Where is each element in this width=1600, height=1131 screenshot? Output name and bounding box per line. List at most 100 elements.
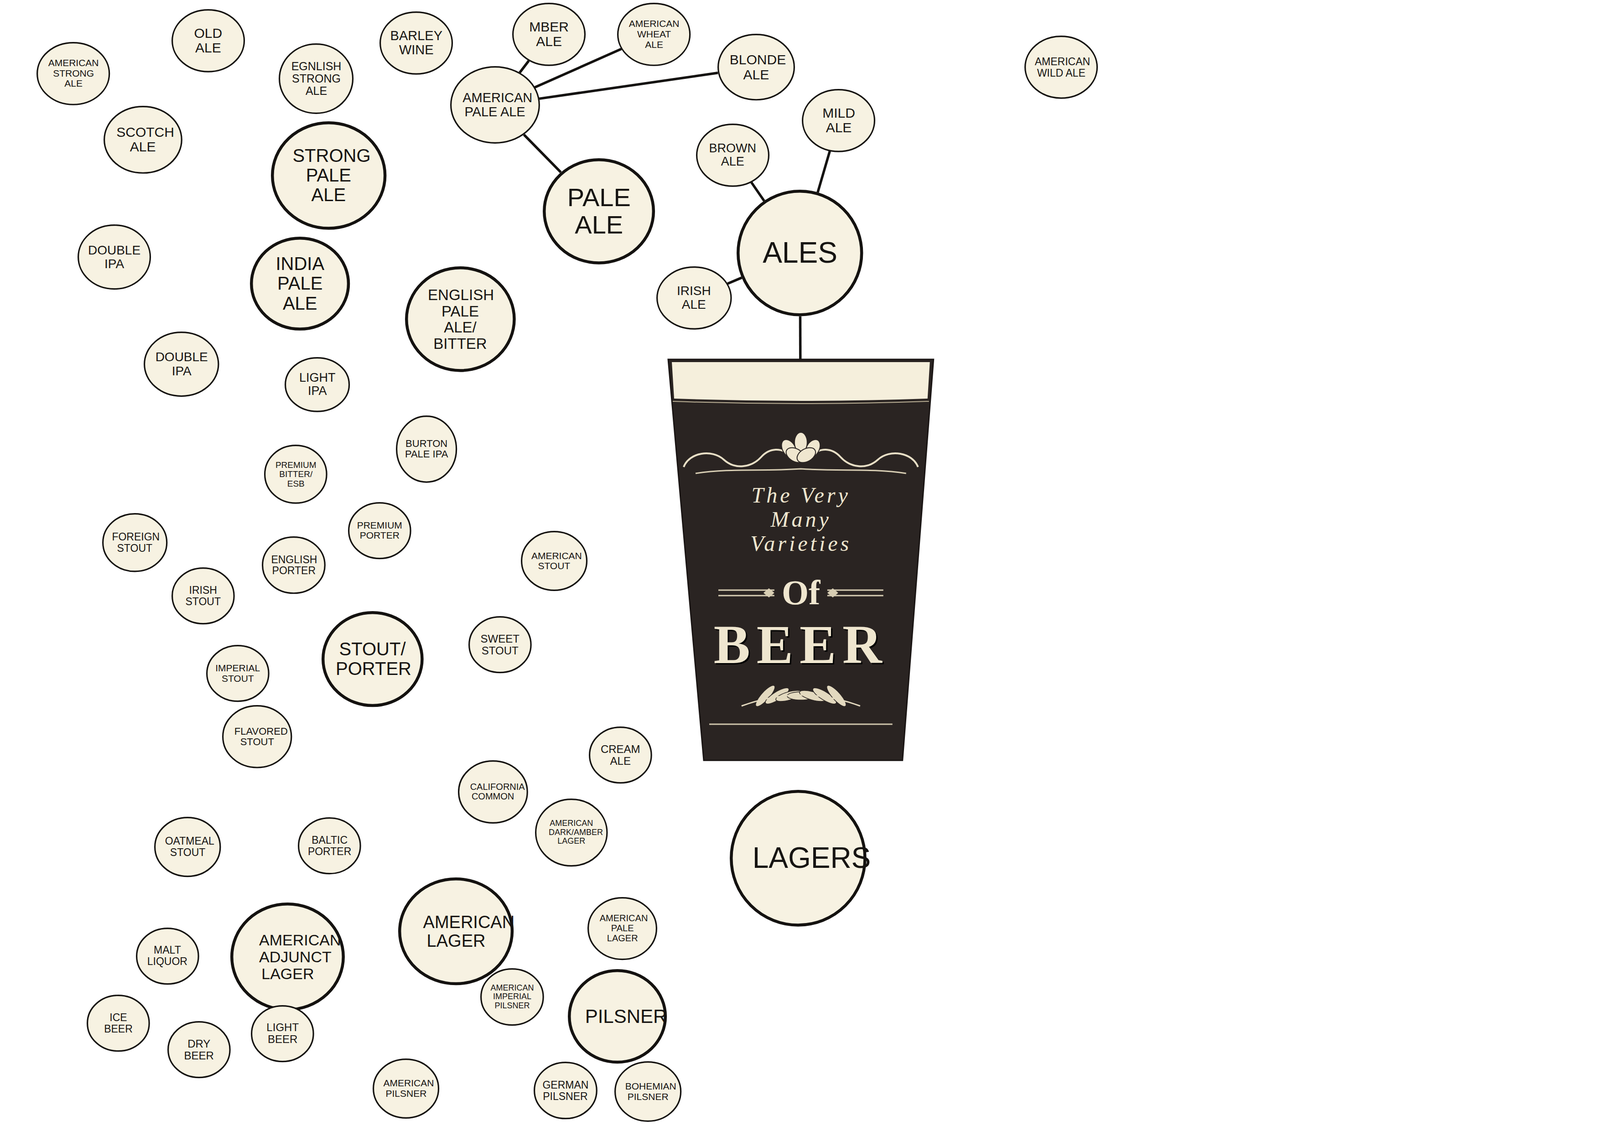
scroll-ornament bbox=[812, 449, 919, 467]
style-label: ALES bbox=[762, 237, 838, 269]
beer-style-circle: BARLEY WINE bbox=[379, 11, 453, 75]
beer-style-circle: PILSNER bbox=[567, 969, 667, 1064]
circle-shape bbox=[589, 727, 652, 784]
beer-style-circle: DOUBLE IPA bbox=[143, 331, 220, 397]
glass-title-script: The Very Many Varieties bbox=[732, 483, 870, 556]
style-label: LAGERS bbox=[752, 842, 844, 874]
style-label: PALE ALE bbox=[558, 183, 640, 239]
circle-shape bbox=[322, 612, 422, 706]
style-label: BOHEMIAN PILSNER bbox=[625, 1081, 671, 1102]
beer-style-circle: AMERICAN DARK/AMBER LAGER bbox=[535, 798, 608, 867]
beer-style-circle: OATMEAL STOUT bbox=[154, 816, 221, 878]
beer-style-circle: SCOTCH ALE bbox=[103, 105, 183, 174]
beer-style-circle: AMERICAN IMPERIAL PILSNER bbox=[480, 968, 545, 1026]
beer-style-circle: INDIA PALE ALE bbox=[249, 236, 350, 331]
beer-style-circle: OLD ALE bbox=[171, 9, 245, 73]
beer-style-circle: DRY BEER bbox=[167, 1021, 231, 1079]
beer-style-circle: IRISH STOUT bbox=[171, 567, 235, 625]
style-label: SCOTCH ALE bbox=[116, 124, 170, 155]
beer-style-circle: ENGLISH PORTER bbox=[261, 536, 326, 594]
glass-title-of: Of bbox=[781, 573, 821, 613]
beer-style-circle: BALTIC PORTER bbox=[297, 817, 362, 875]
circle-shape bbox=[232, 904, 344, 1011]
connector-line bbox=[799, 316, 802, 360]
style-label: BARLEY WINE bbox=[389, 28, 443, 58]
foam-edge bbox=[672, 401, 930, 404]
hop-leaf bbox=[794, 444, 819, 466]
circle-shape bbox=[717, 34, 795, 100]
beer-style-circle: MALT LIQUOR bbox=[135, 927, 200, 985]
circle-shape bbox=[450, 67, 540, 144]
glass-foam bbox=[671, 362, 930, 401]
style-label: STOUT/ PORTER bbox=[335, 639, 410, 679]
style-label: SWEET STOUT bbox=[477, 633, 523, 657]
circle-shape bbox=[251, 238, 349, 329]
circle-shape bbox=[168, 1022, 231, 1078]
beer-style-circle: FLAVORED STOUT bbox=[222, 705, 292, 769]
circle-shape bbox=[802, 89, 875, 152]
beer-style-circle: STOUT/ PORTER bbox=[321, 611, 424, 707]
beer-style-circle: BOHEMIAN PILSNER bbox=[614, 1061, 682, 1123]
style-label: ICE BEER bbox=[95, 1012, 142, 1035]
circle-shape bbox=[544, 159, 654, 263]
style-label: DOUBLE IPA bbox=[88, 243, 141, 271]
style-label: AMERICAN PALE LAGER bbox=[599, 913, 646, 944]
style-label: LIGHT IPA bbox=[293, 371, 341, 398]
circle-shape bbox=[103, 106, 182, 174]
style-label: AMERICAN ADJUNCT LAGER bbox=[259, 931, 317, 982]
circle-shape bbox=[588, 897, 657, 960]
circle-shape bbox=[1025, 36, 1098, 99]
style-label: MALT LIQUOR bbox=[144, 944, 191, 968]
wheat-stem bbox=[741, 695, 861, 707]
style-label: AMERICAN IMPERIAL PILSNER bbox=[489, 983, 536, 1011]
flourish-line bbox=[695, 468, 907, 474]
beer-style-circle: BURTON PALE IPA bbox=[395, 415, 458, 484]
circle-shape bbox=[155, 817, 221, 877]
style-label: DRY BEER bbox=[176, 1038, 222, 1062]
circle-shape bbox=[136, 928, 199, 984]
connector-line bbox=[524, 134, 562, 173]
beer-style-circle: GERMAN PILSNER bbox=[533, 1061, 598, 1120]
style-label: STRONG PALE ALE bbox=[292, 145, 365, 206]
connector-line bbox=[519, 60, 529, 73]
style-label: AMERICAN PALE ALE bbox=[462, 90, 528, 120]
rule-diamond bbox=[827, 588, 839, 598]
beer-style-circle: BROWN ALE bbox=[696, 123, 770, 188]
beer-style-circle: AMERICAN STOUT bbox=[520, 530, 588, 592]
circle-shape bbox=[535, 799, 608, 867]
style-label: INDIA PALE ALE bbox=[264, 254, 337, 314]
beer-style-circle: FOREIGN STOUT bbox=[102, 513, 168, 572]
circle-shape bbox=[458, 760, 528, 823]
style-label: GERMAN PILSNER bbox=[542, 1079, 588, 1103]
beer-style-circle: LIGHT BEER bbox=[250, 1005, 315, 1063]
style-label: CALIFORNIA COMMON bbox=[470, 782, 516, 802]
circle-shape bbox=[87, 995, 150, 1052]
style-label: PREMIUM PORTER bbox=[356, 520, 403, 541]
circle-shape bbox=[656, 267, 731, 330]
style-label: AMERICAN DARK/AMBER LAGER bbox=[548, 819, 595, 846]
rule-diamond bbox=[763, 588, 775, 598]
beer-style-circle: CREAM ALE bbox=[588, 726, 653, 784]
beer-style-circle: IRISH ALE bbox=[656, 266, 733, 330]
style-label: BALTIC PORTER bbox=[306, 834, 353, 858]
style-label: BURTON PALE IPA bbox=[404, 438, 449, 461]
circle-shape bbox=[251, 1005, 314, 1062]
style-label: DOUBLE IPA bbox=[154, 350, 209, 378]
circle-shape bbox=[400, 879, 513, 985]
glass-base-line bbox=[709, 723, 893, 725]
circle-shape bbox=[615, 1062, 681, 1122]
circle-shape bbox=[569, 970, 666, 1063]
beer-style-circle: DOUBLE IPA bbox=[77, 224, 151, 290]
circle-shape bbox=[380, 11, 453, 74]
circle-shape bbox=[171, 568, 234, 624]
beer-style-circle: AMERICAN PALE LAGER bbox=[587, 897, 658, 961]
circle-shape bbox=[481, 968, 544, 1025]
circle-shape bbox=[102, 514, 167, 572]
circle-shape bbox=[144, 332, 219, 397]
beer-style-circle: STRONG PALE ALE bbox=[270, 121, 387, 230]
circle-shape bbox=[171, 10, 245, 73]
circle-shape bbox=[521, 531, 587, 591]
style-label: BROWN ALE bbox=[706, 141, 759, 169]
style-label: OATMEAL STOUT bbox=[165, 835, 211, 859]
beer-style-circle: IMPERIAL STOUT bbox=[206, 644, 270, 702]
